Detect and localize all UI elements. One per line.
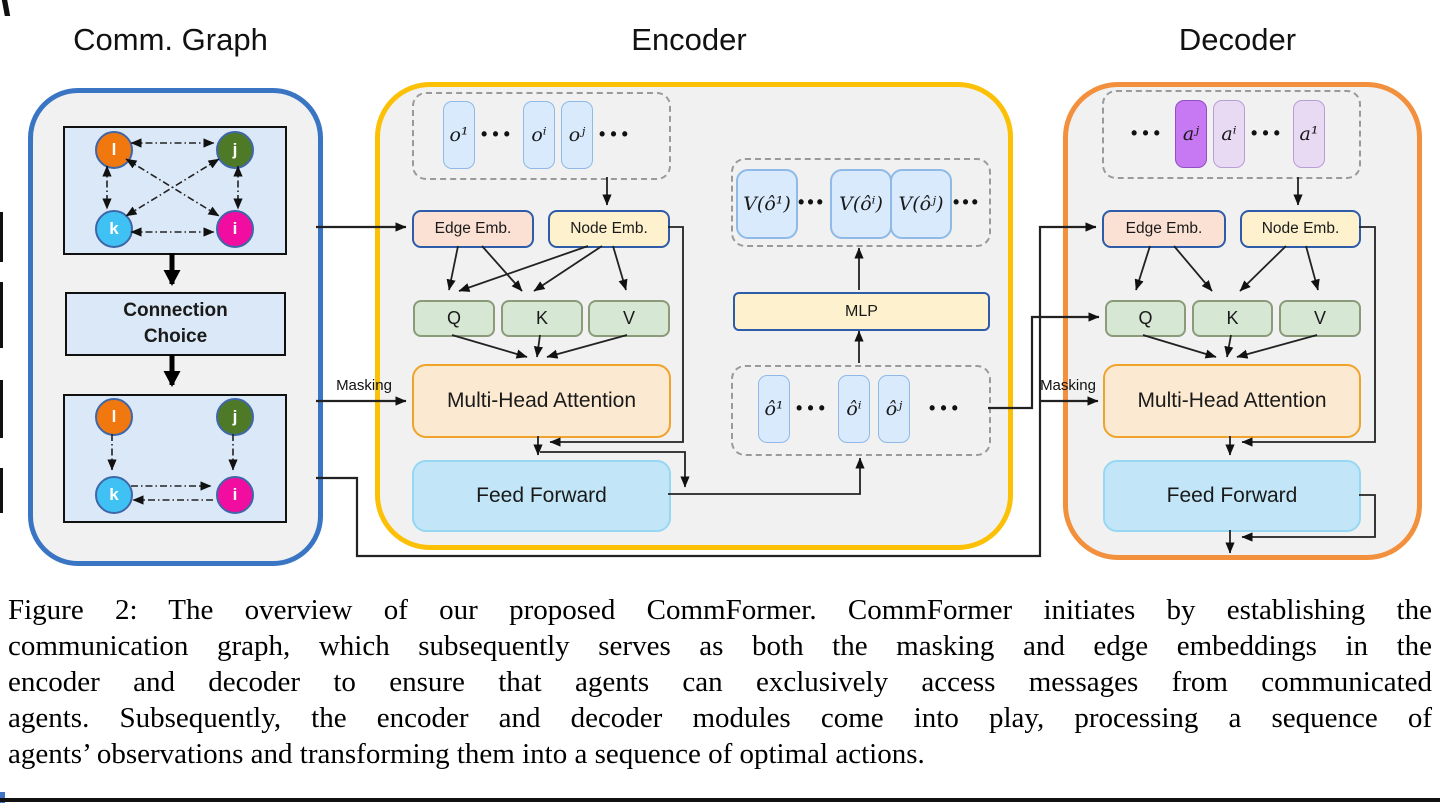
encoder-key-box: K bbox=[501, 300, 583, 337]
agent-node-i: i bbox=[216, 210, 254, 248]
encoder-feed-forward-box: Feed Forward bbox=[412, 460, 671, 532]
ellipsis-dots: ••• bbox=[953, 191, 981, 212]
obs-token: oⁱ bbox=[523, 101, 555, 169]
decoder-masking-label: Masking bbox=[1040, 377, 1096, 394]
decoder-multi-head-attention-box: Multi-Head Attention bbox=[1103, 364, 1361, 438]
bottom-rule bbox=[0, 798, 1440, 802]
page-edge-mark bbox=[0, 380, 3, 438]
caption-line: communication graph, which subsequently … bbox=[8, 630, 1432, 662]
ellipsis-dots: ••• bbox=[929, 397, 963, 418]
agent-node-l-chosen: l bbox=[95, 398, 133, 436]
caption-line: encoder and decoder to ensure that agent… bbox=[8, 666, 1432, 698]
obs-sequence-box bbox=[412, 92, 671, 180]
caption-line: Figure 2: The overview of our proposed C… bbox=[8, 594, 1432, 626]
action-token: a¹ bbox=[1293, 100, 1325, 168]
ellipsis-dots: ••• bbox=[796, 397, 830, 418]
encoded-token: ôⁱ bbox=[838, 375, 870, 443]
ellipsis-dots: ••• bbox=[481, 123, 515, 144]
decoder-node-embedding-box: Node Emb. bbox=[1240, 210, 1361, 248]
encoder-value-box: V bbox=[588, 300, 670, 337]
ellipsis-dots: ••• bbox=[1131, 122, 1165, 143]
encoder-multi-head-attention-box: Multi-Head Attention bbox=[412, 364, 671, 438]
decoder-title: Decoder bbox=[1178, 22, 1297, 57]
encoder-title: Encoder bbox=[631, 22, 747, 57]
caption-line: agents. Subsequently, the encoder and de… bbox=[8, 702, 1432, 734]
ellipsis-dots: ••• bbox=[1251, 122, 1285, 143]
encoder-masking-label: Masking bbox=[336, 377, 392, 394]
decoder-key-box: K bbox=[1192, 300, 1273, 337]
encoded-token: ôʲ bbox=[878, 375, 910, 443]
agent-node-k-chosen: k bbox=[95, 476, 133, 514]
mlp-box: MLP bbox=[733, 292, 990, 331]
figure-caption: Figure 2: The overview of our proposed C… bbox=[8, 592, 1432, 772]
action-token-current: aʲ bbox=[1175, 100, 1207, 168]
action-sequence-box bbox=[1102, 90, 1361, 179]
obs-token: o¹ bbox=[443, 101, 475, 169]
page-edge-mark bbox=[0, 468, 3, 513]
encoder-node-embedding-box: Node Emb. bbox=[548, 210, 670, 248]
encoder-edge-embedding-box: Edge Emb. bbox=[412, 210, 534, 248]
connection-choice-label: Connection Choice bbox=[123, 300, 228, 347]
value-output-token: V(ôⁱ) bbox=[830, 169, 892, 239]
encoder-query-box: Q bbox=[413, 300, 495, 337]
page-edge-mark bbox=[0, 282, 3, 348]
connection-choice-box: Connection Choice bbox=[65, 292, 286, 356]
agent-node-i-chosen: i bbox=[216, 476, 254, 514]
decoder-edge-embedding-box: Edge Emb. bbox=[1102, 210, 1226, 248]
page-corner-blue-mark bbox=[0, 792, 5, 803]
ellipsis-dots: ••• bbox=[798, 191, 826, 212]
decoder-query-box: Q bbox=[1105, 300, 1186, 337]
encoded-token: ô¹ bbox=[758, 375, 790, 443]
obs-token: oʲ bbox=[561, 101, 593, 169]
action-token: aⁱ bbox=[1213, 100, 1245, 168]
agent-node-j-chosen: j bbox=[216, 398, 254, 436]
value-output-token: V(ô¹) bbox=[736, 169, 798, 239]
page-edge-mark bbox=[0, 212, 3, 262]
decoder-value-box: V bbox=[1279, 300, 1361, 337]
agent-node-j: j bbox=[216, 131, 254, 169]
value-output-token: V(ôʲ) bbox=[890, 169, 952, 239]
agent-node-l: l bbox=[95, 131, 133, 169]
ellipsis-dots: ••• bbox=[599, 123, 633, 144]
decoder-feed-forward-box: Feed Forward bbox=[1103, 460, 1361, 532]
comm-graph-title: Comm. Graph bbox=[73, 22, 268, 57]
page-corner-mark bbox=[1, 0, 11, 16]
caption-line: agents’ observations and transforming th… bbox=[8, 738, 925, 770]
agent-node-k: k bbox=[95, 210, 133, 248]
